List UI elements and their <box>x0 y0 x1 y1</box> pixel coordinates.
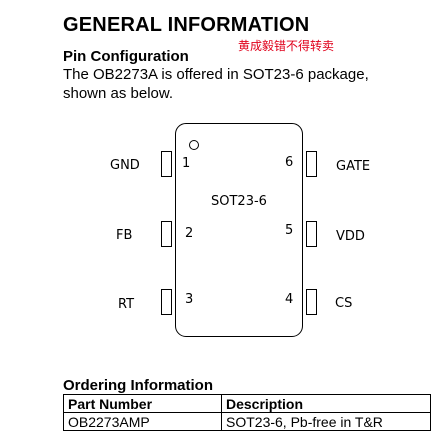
pin-3-number: 3 <box>185 292 194 307</box>
pin-5-number: 5 <box>285 223 294 238</box>
pin-configuration-description: The OB2273A is offered in SOT23-6 packag… <box>63 65 433 103</box>
package-body <box>175 123 303 337</box>
section-title: GENERAL INFORMATION <box>63 14 310 36</box>
ordering-table: Part Number Description OB2273AMP SOT23-… <box>63 394 431 431</box>
pin-3-name: RT <box>118 297 135 312</box>
package-label: SOT23-6 <box>211 194 267 209</box>
pin-1-number: 1 <box>182 156 191 171</box>
cell-description: SOT23-6, Pb-free in T&R <box>221 412 431 431</box>
pin-2-lead <box>161 221 172 247</box>
pin-6-lead <box>306 151 317 177</box>
pin-6-number: 6 <box>285 155 294 170</box>
pin-4-number: 4 <box>285 292 294 307</box>
pin1-indicator-icon <box>189 140 199 150</box>
cell-part-number: OB2273AMP <box>63 412 222 431</box>
pin-4-name: CS <box>335 296 353 311</box>
description-line-2: shown as below. <box>63 85 174 102</box>
header-description: Description <box>221 394 431 413</box>
pin-2-name: FB <box>116 228 133 243</box>
table-header-row: Part Number Description <box>63 394 431 413</box>
watermark-text: 黄成毅错不得转卖 <box>238 39 335 53</box>
pin-configuration-heading: Pin Configuration <box>63 48 189 65</box>
pin-5-lead <box>306 221 317 247</box>
ordering-information-heading: Ordering Information <box>63 377 213 394</box>
pin-2-number: 2 <box>185 226 194 241</box>
pin-1-lead <box>161 151 172 177</box>
pin-3-lead <box>161 289 172 315</box>
table-row: OB2273AMP SOT23-6, Pb-free in T&R <box>63 412 431 431</box>
pin-6-name: GATE <box>336 159 371 174</box>
pin-1-name: GND <box>110 158 140 173</box>
header-part-number: Part Number <box>63 394 222 413</box>
pin-4-lead <box>306 289 317 315</box>
description-line-1: The OB2273A is offered in SOT23-6 packag… <box>63 66 369 83</box>
pin-5-name: VDD <box>336 229 365 244</box>
